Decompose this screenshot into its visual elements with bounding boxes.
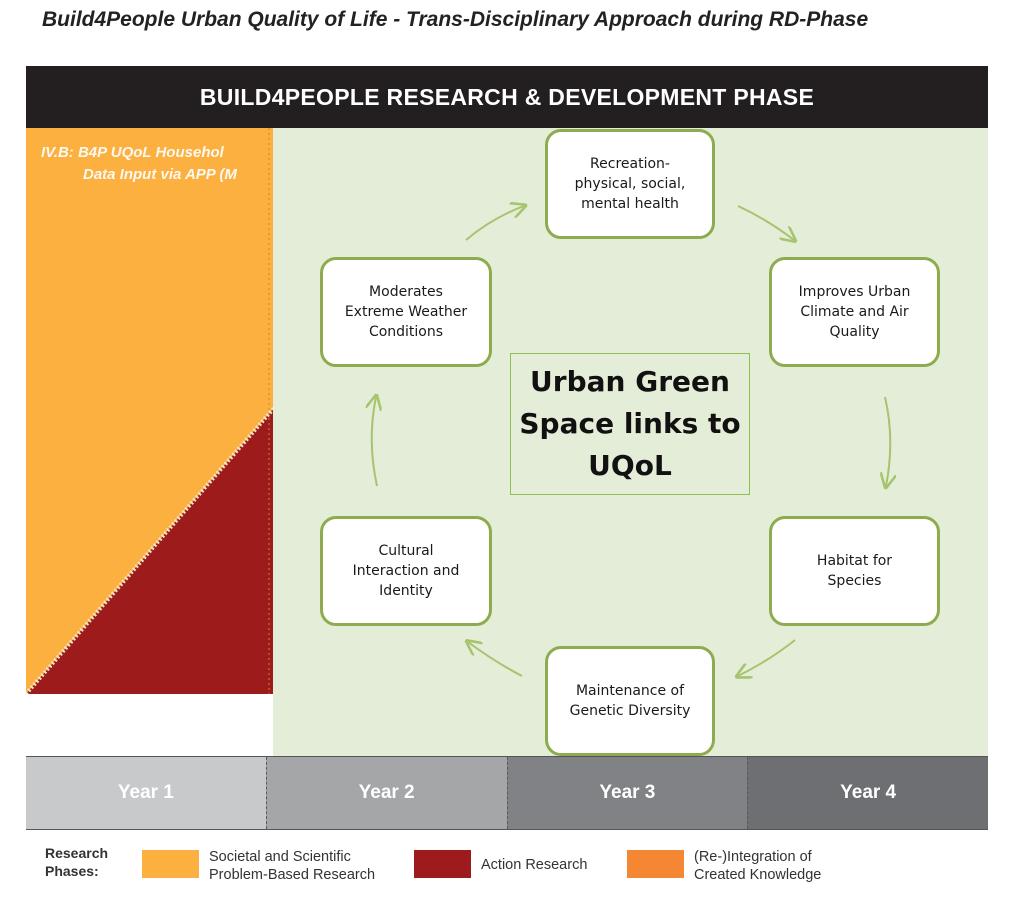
year-1: Year 1	[26, 757, 266, 829]
phase-banner: BUILD4PEOPLE RESEARCH & DEVELOPMENT PHAS…	[26, 66, 988, 128]
household-label-line2: Data Input via APP (M	[83, 166, 237, 183]
legend-title: Research Phases:	[45, 845, 109, 879]
node-genetic-diversity: Maintenance of Genetic Diversity	[545, 646, 715, 756]
legend-label-societal: Societal and Scientific Problem-Based Re…	[209, 849, 376, 883]
node-cultural-interaction: Cultural Interaction and Identity	[320, 516, 492, 626]
node-recreation: Recreation- physical, social, mental hea…	[545, 129, 715, 239]
node-habitat: Habitat for Species	[769, 516, 940, 626]
year-4: Year 4	[747, 757, 988, 829]
household-label-line1: IV.B: B4P UQoL Househol	[41, 144, 224, 161]
research-phase-background	[26, 128, 274, 694]
page-title: Build4People Urban Quality of Life - Tra…	[42, 8, 869, 31]
phase-triangles	[26, 128, 274, 694]
node-urban-climate: Improves Urban Climate and Air Quality	[769, 257, 940, 367]
household-data-label: IV.B: B4P UQoL Househol Data Input via A…	[41, 142, 281, 186]
legend-swatch-action	[414, 850, 471, 878]
legend-label-integration: (Re-)Integration of Created Knowledge	[694, 849, 822, 883]
legend: Research Phases: Societal and Scientific…	[0, 838, 1024, 898]
legend-swatch-societal	[142, 850, 199, 878]
node-extreme-weather: Moderates Extreme Weather Conditions	[320, 257, 492, 367]
legend-swatch-integration	[627, 850, 684, 878]
timeline: Year 1 Year 2 Year 3 Year 4	[26, 756, 988, 830]
legend-label-action: Action Research	[481, 857, 588, 873]
center-topic: Urban Green Space links to UQoL	[510, 353, 750, 495]
phase-divider-line	[26, 406, 274, 694]
year-2: Year 2	[265, 757, 507, 829]
year-3: Year 3	[506, 757, 748, 829]
